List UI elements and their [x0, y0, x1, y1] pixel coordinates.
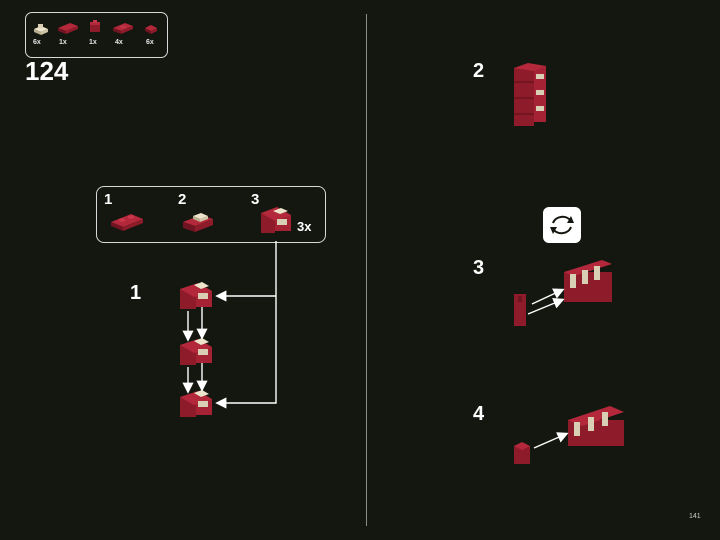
stack-element-bottom [180, 390, 212, 417]
main-step-number: 124 [25, 56, 69, 86]
left-step-label: 1 [130, 282, 142, 304]
part-tan-plate-icon [34, 24, 48, 35]
substep-2-assembly-illustration [183, 213, 213, 232]
step-4-number: 4 [473, 403, 485, 425]
part-red-small-plate-icon [145, 25, 157, 34]
stack-element-middle [180, 338, 212, 365]
part-qty-4: 4x [115, 39, 123, 46]
page-number: 141 [689, 513, 701, 520]
step-3-horizontal-assembly [514, 260, 612, 326]
part-red-plate-icon [58, 23, 78, 34]
part-qty-2: 1x [59, 39, 67, 46]
substep-3-assembly-illustration [261, 207, 291, 233]
rotate-model-icon [543, 207, 581, 243]
part-red-brick-icon [90, 20, 100, 32]
step-4-horizontal-assembly [514, 406, 624, 464]
substep-2-number: 2 [178, 191, 187, 208]
stack-element-top [180, 282, 212, 309]
step-2-number: 2 [473, 60, 485, 82]
step-2-vertical-assembly [514, 63, 546, 126]
step-3-number: 3 [473, 257, 485, 279]
part-qty-1: 6x [33, 39, 41, 46]
subassembly-multiplier: 3x [297, 219, 312, 234]
substep-1-number: 1 [104, 191, 113, 208]
substep-3-number: 3 [251, 191, 260, 208]
subassembly-callout: 1 2 3 3x [96, 186, 326, 243]
part-red-jumper-icon [113, 23, 133, 34]
part-qty-3: 1x [89, 39, 97, 46]
parts-callout: 6x 1x 1x 4x 6x [25, 12, 168, 58]
substep-1-plate-illustration [111, 214, 143, 231]
part-qty-5: 6x [146, 39, 154, 46]
page-divider [366, 14, 367, 526]
left-assembly-diagram [180, 241, 277, 417]
